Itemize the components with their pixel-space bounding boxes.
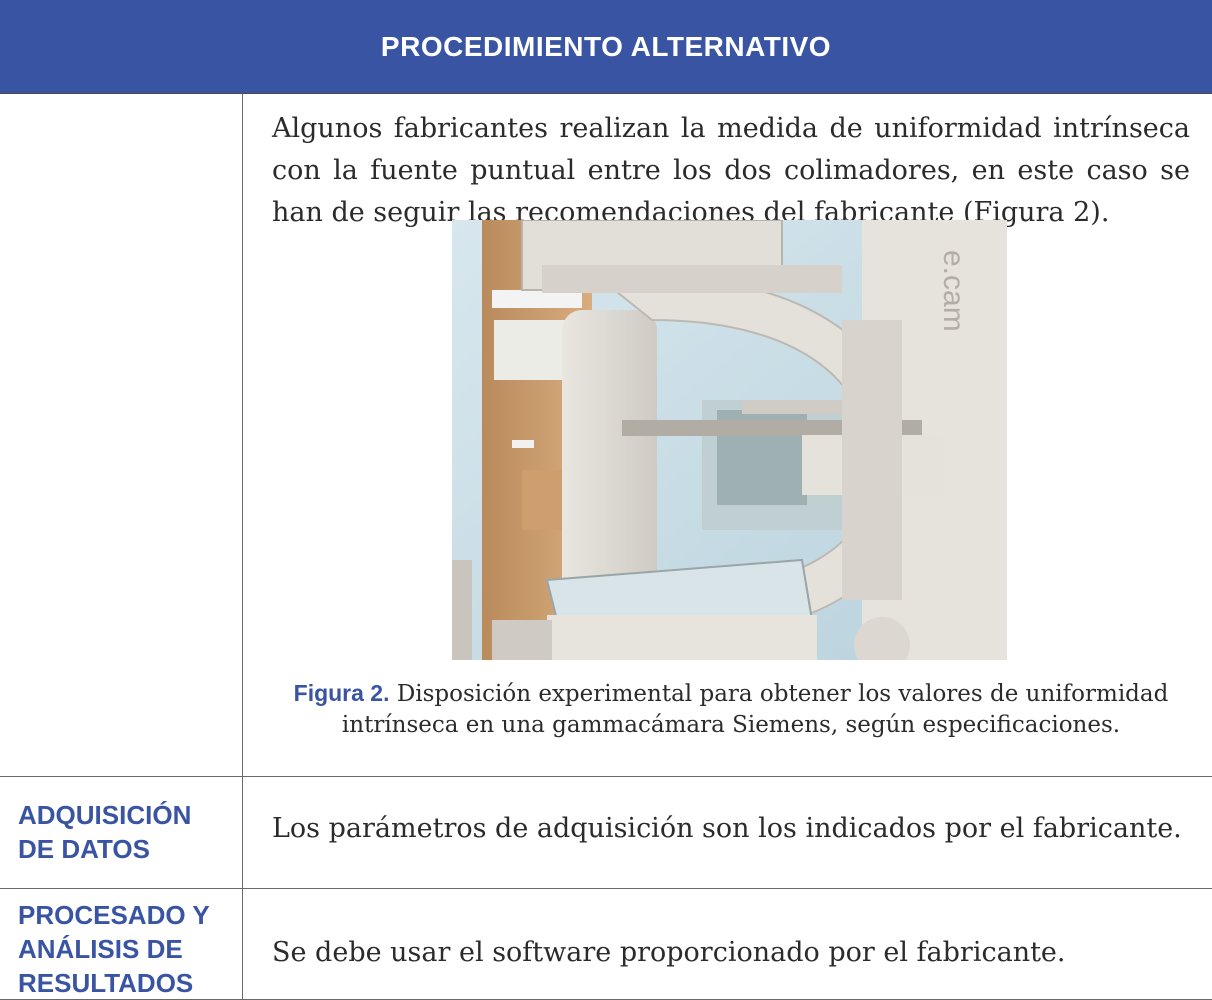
gamma-camera-photo: e.cam (452, 220, 1007, 660)
figure-photo: e.cam (452, 220, 1007, 660)
row-separator-2 (0, 776, 1212, 777)
row-divider-1 (0, 888, 1212, 889)
caption-label: Figura 2. (293, 680, 390, 706)
processing-text: Se debe usar el software proporcionado p… (272, 937, 1066, 968)
column-divider (242, 94, 243, 999)
intro-paragraph: Algunos fabricantes realizan la medida d… (272, 113, 1190, 228)
row-label-3: PROCESADO Y ANÁLISIS DE RESULTADOS (18, 900, 210, 998)
header-title: PROCEDIMIENTO ALTERNATIVO (380, 30, 832, 62)
acquisition-text: Los parámetros de adquisición son los in… (272, 813, 1182, 844)
figure-caption: Figura 2. Disposición experimental para … (272, 678, 1190, 741)
svg-text:e.cam: e.cam (937, 250, 970, 332)
table-header: PROCEDIMIENTO ALTERNATIVO (0, 0, 1212, 94)
row-label-2: ADQUISICIÓN DE DATOS (18, 800, 192, 864)
caption-text: Disposición experimental para obtener lo… (341, 681, 1169, 738)
